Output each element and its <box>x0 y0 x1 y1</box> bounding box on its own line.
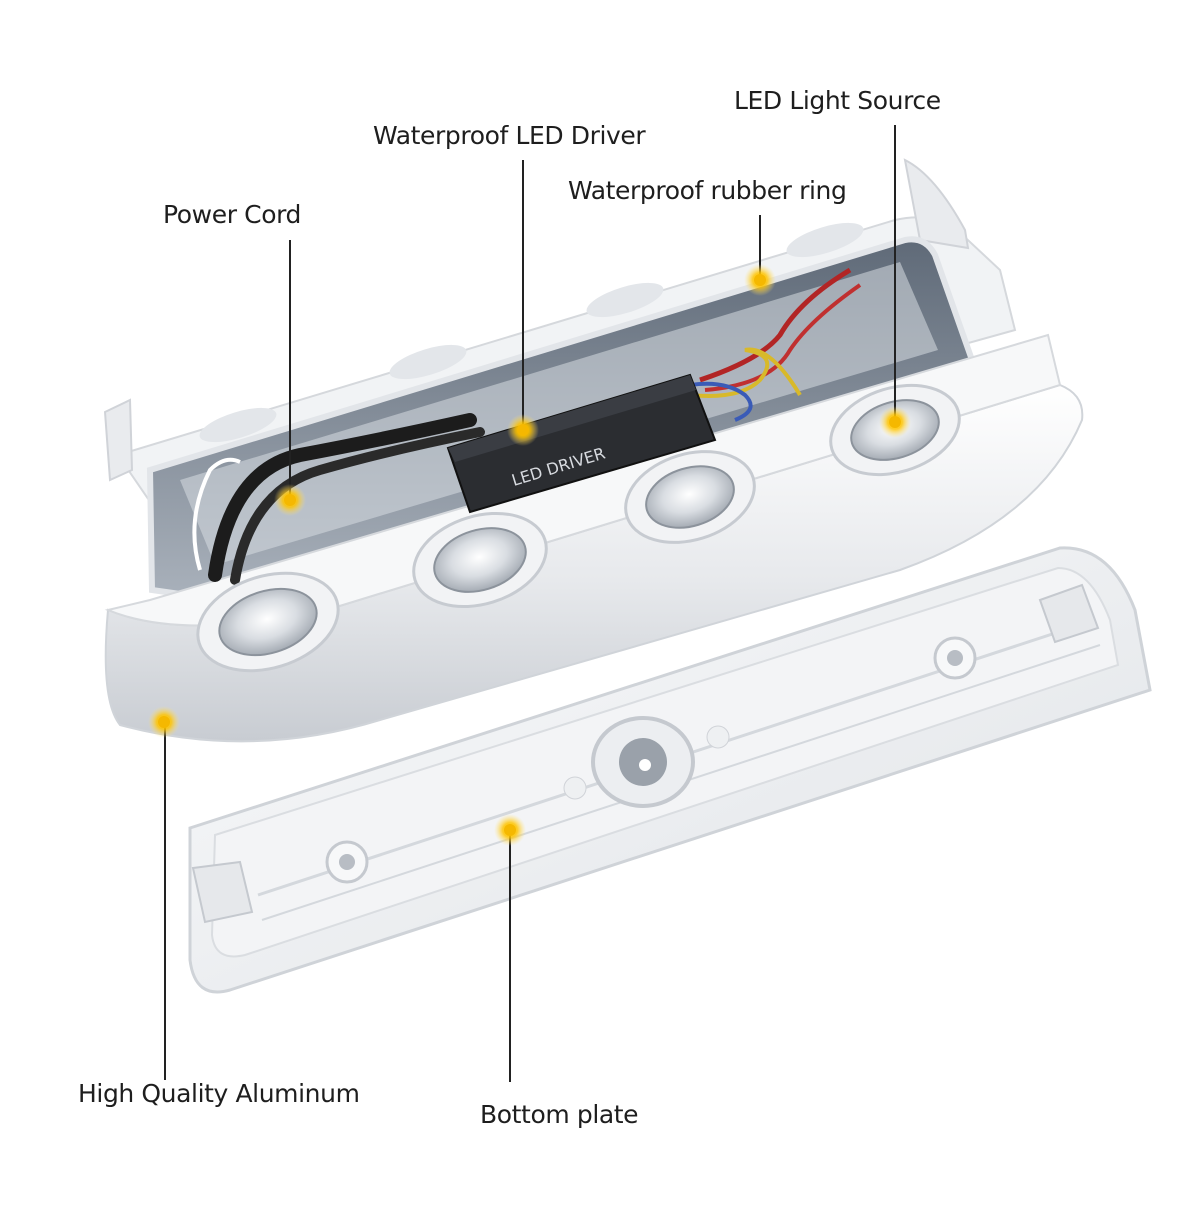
label-led-light-source: LED Light Source <box>734 86 941 115</box>
bottom-plate-part <box>188 546 1152 994</box>
marker-led-light-source <box>879 406 911 438</box>
marker-waterproof-rubber-ring <box>744 264 776 296</box>
label-waterproof-led-driver: Waterproof LED Driver <box>373 121 646 150</box>
marker-power-cord <box>274 484 306 516</box>
marker-high-quality-aluminum <box>148 706 180 738</box>
lens-2 <box>412 511 548 609</box>
wiring <box>192 267 862 585</box>
label-power-cord: Power Cord <box>163 200 301 229</box>
lens-1 <box>196 571 340 673</box>
lens-3 <box>624 450 756 544</box>
callout-markers <box>148 264 911 846</box>
led-driver-module: LED DRIVER <box>446 373 717 514</box>
marker-waterproof-led-driver <box>507 414 539 446</box>
label-waterproof-rubber-ring: Waterproof rubber ring <box>568 176 847 205</box>
label-bottom-plate: Bottom plate <box>480 1100 639 1129</box>
marker-bottom-plate <box>494 814 526 846</box>
led-lenses <box>196 383 961 673</box>
leader-lines <box>164 125 896 1082</box>
label-high-quality-aluminum: High Quality Aluminum <box>78 1079 360 1108</box>
